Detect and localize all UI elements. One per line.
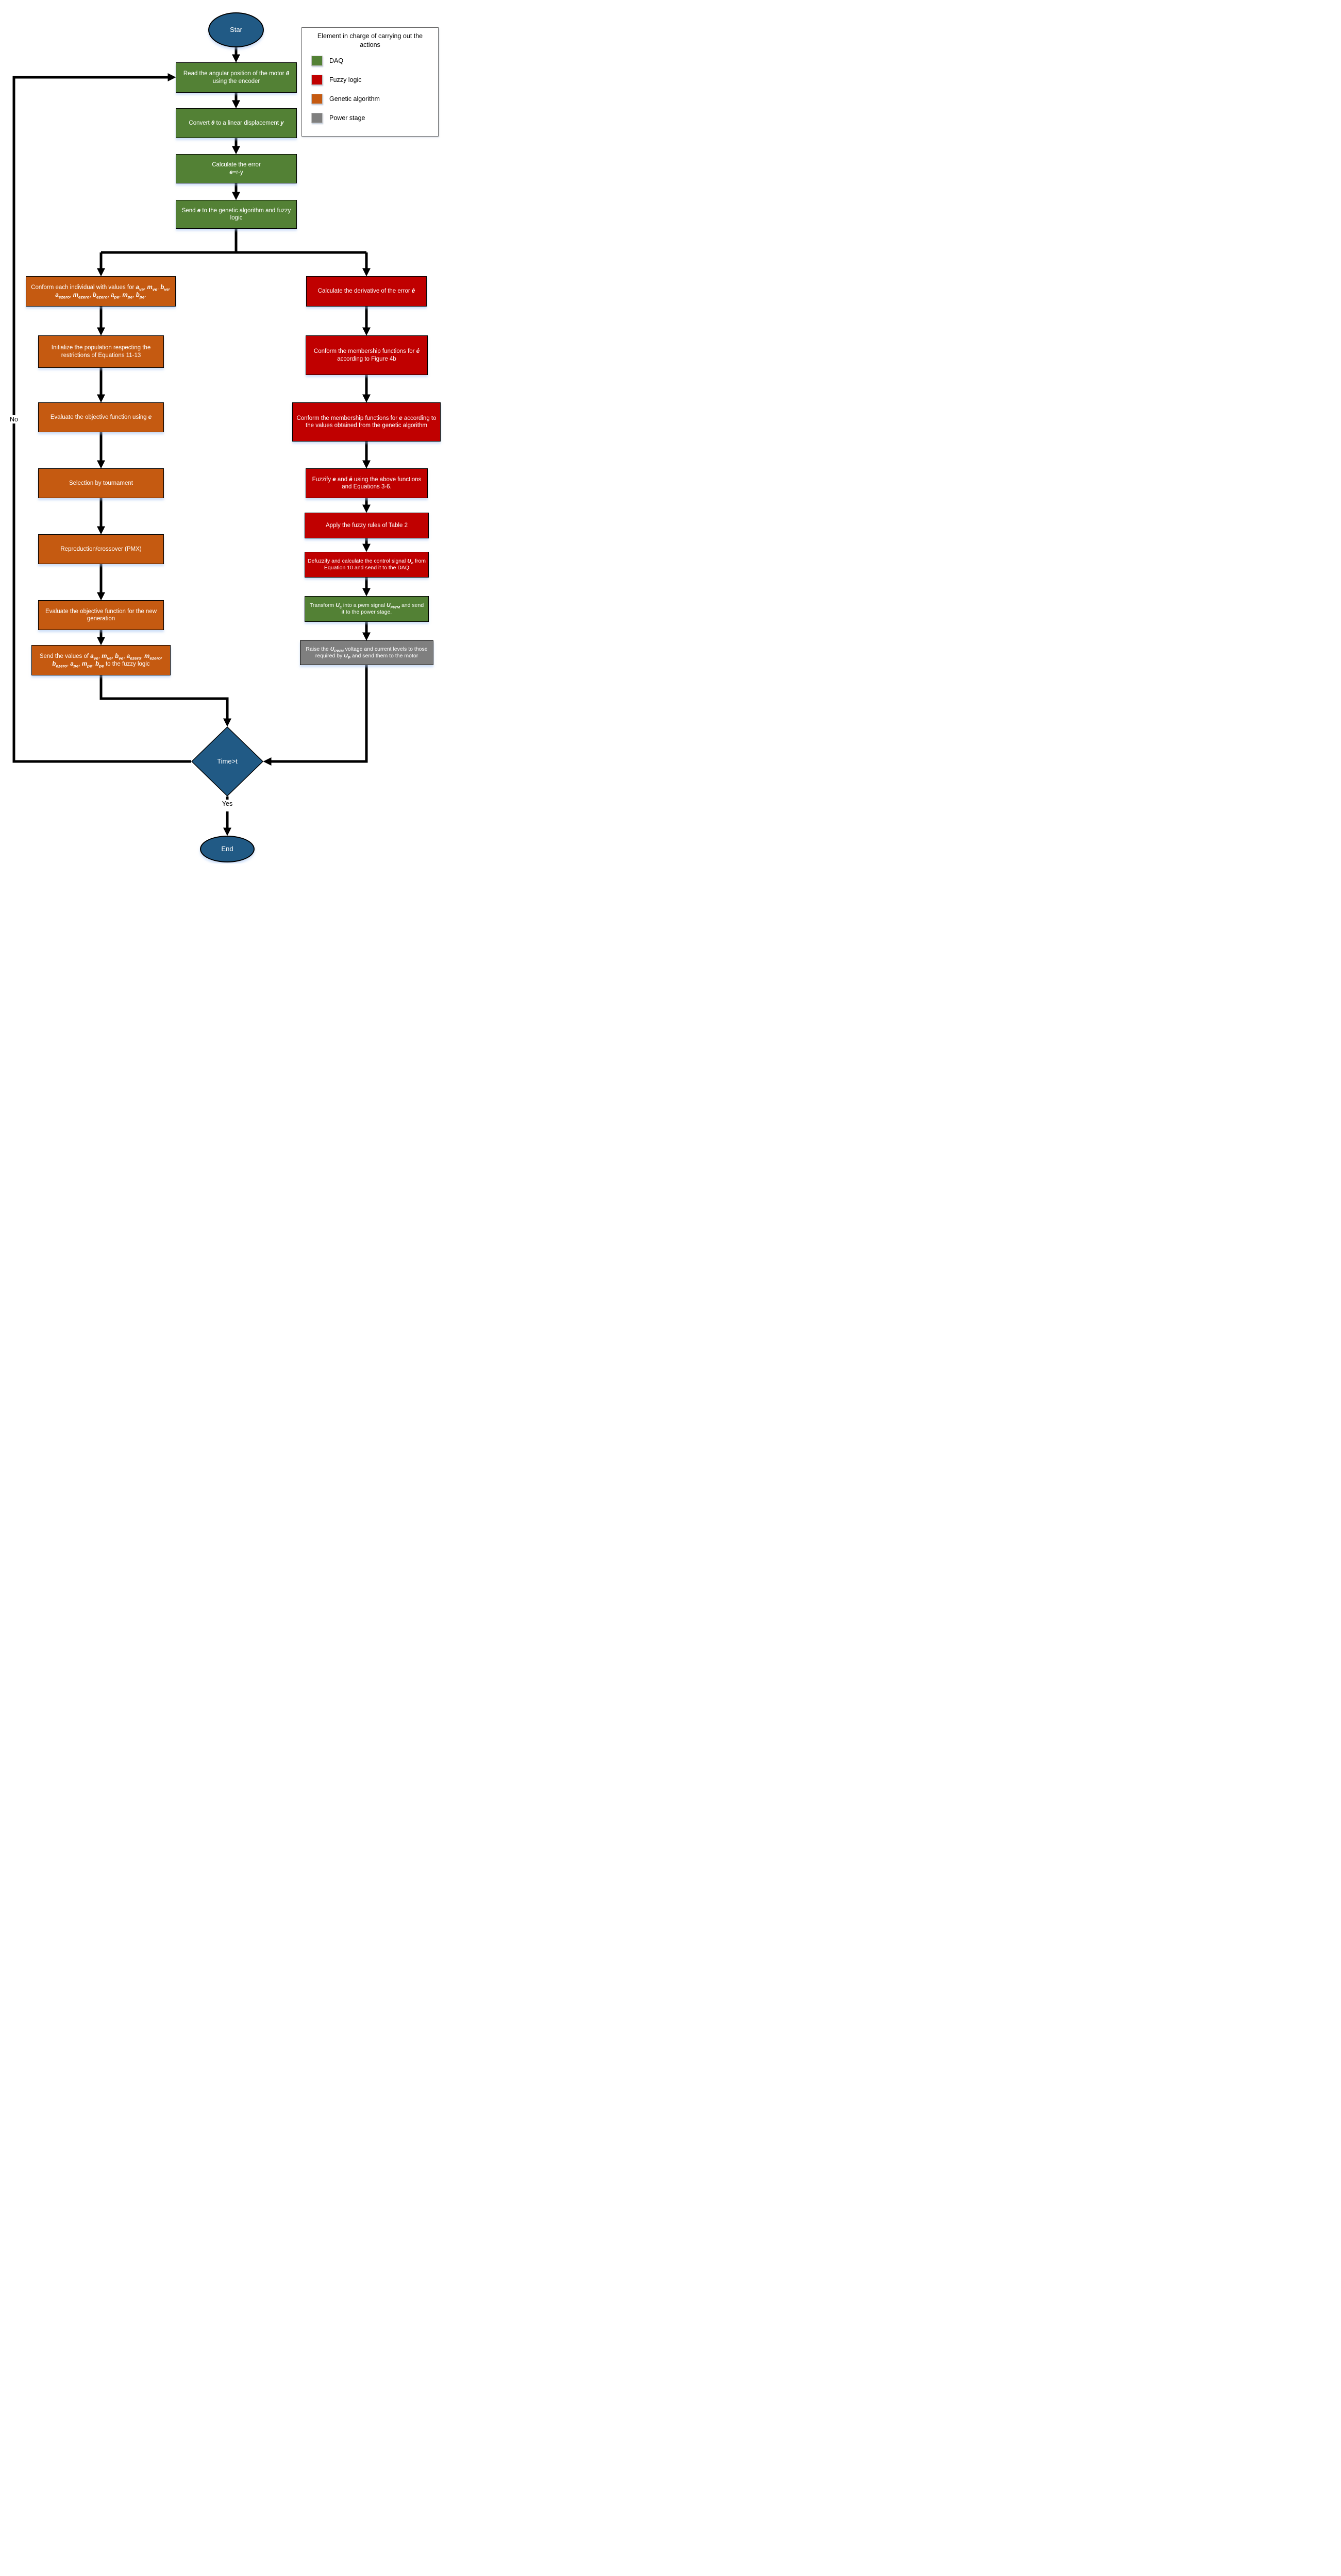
time-decision-diamond-label: Time>t	[217, 757, 238, 765]
selection-tournament-box: Selection by tournament	[38, 468, 164, 498]
raise-upwm-box-label: Raise the UPWM voltage and current level…	[306, 646, 428, 660]
selection-tournament-box-label: Selection by tournament	[69, 480, 133, 486]
legend: Element in charge of carrying out the ac…	[301, 27, 439, 137]
apply-fuzzy-rules-box: Apply the fuzzy rules of Table 2	[305, 513, 429, 538]
reproduction-crossover-box: Reproduction/crossover (PMX)	[38, 534, 164, 564]
conform-membership-edot-box-label: Conform the membership functions for ė a…	[313, 348, 420, 362]
end-node: End	[200, 836, 255, 862]
legend-item-power-stage-label: Power stage	[329, 114, 365, 122]
start-node-label: Star	[230, 25, 242, 33]
calculate-derivative-box-label: Calculate the derivative of the error ė	[317, 288, 415, 295]
legend-item-fuzzy-logic: Fuzzy logic	[311, 74, 433, 85]
read-angular-position-box: Read the angular position of the motor θ…	[176, 62, 297, 93]
apply-fuzzy-rules-box-label: Apply the fuzzy rules of Table 2	[326, 522, 408, 529]
conform-individuals-box: Conform each individual with values for …	[26, 276, 176, 307]
conform-membership-e-box-label: Conform the membership functions for e a…	[296, 415, 437, 429]
legend-item-daq: DAQ	[311, 55, 433, 66]
raise-upwm-box: Raise the UPWM voltage and current level…	[300, 640, 433, 665]
initialize-population-box: Initialize the population respecting the…	[38, 335, 164, 368]
conform-individuals-box-label: Conform each individual with values for …	[31, 284, 171, 299]
send-values-box-label: Send the values of ave, mve, bve, aezero…	[39, 653, 163, 668]
legend-item-daq-swatch	[311, 55, 323, 66]
legend-item-daq-label: DAQ	[329, 57, 344, 64]
transform-uc-box-label: Transform Uc into a pwm signal UPWM and …	[309, 602, 424, 615]
defuzzify-box: Defuzzify and calculate the control sign…	[305, 552, 429, 578]
legend-title: Element in charge of carrying out the ac…	[317, 32, 423, 48]
start-node: Star	[208, 12, 264, 47]
read-angular-position-box-label: Read the angular position of the motor θ…	[183, 71, 290, 84]
defuzzify-box-label: Defuzzify and calculate the control sign…	[308, 557, 426, 571]
conform-membership-edot-box: Conform the membership functions for ė a…	[306, 335, 428, 375]
transform-uc-box: Transform Uc into a pwm signal UPWM and …	[305, 596, 429, 622]
convert-theta-box-label: Convert θ to a linear displacement y	[189, 120, 284, 126]
fuzzify-box: Fuzzify e and ė using the above function…	[306, 468, 428, 498]
end-node-label: End	[221, 844, 233, 853]
conform-membership-e-box: Conform the membership functions for e a…	[292, 402, 441, 442]
time-decision-diamond: Time>t	[191, 726, 263, 796]
legend-item-fuzzy-logic-label: Fuzzy logic	[329, 76, 362, 83]
reproduction-crossover-box-label: Reproduction/crossover (PMX)	[60, 546, 142, 552]
evaluate-objective-box-label: Evaluate the objective function using e	[50, 414, 152, 420]
send-e-box: Send e to the genetic algorithm and fuzz…	[176, 200, 297, 229]
calculate-derivative-box: Calculate the derivative of the error ė	[306, 276, 427, 307]
initialize-population-box-label: Initialize the population respecting the…	[51, 345, 151, 359]
convert-theta-box: Convert θ to a linear displacement y	[176, 108, 297, 138]
legend-item-genetic-algorithm-swatch	[311, 93, 323, 104]
fuzzify-box-label: Fuzzify e and ė using the above function…	[312, 476, 422, 490]
evaluate-new-generation-box: Evaluate the objective function for the …	[38, 600, 164, 630]
yes-branch-label: Yes	[217, 800, 238, 808]
send-values-box: Send the values of ave, mve, bve, aezero…	[31, 645, 171, 675]
legend-item-power-stage-swatch	[311, 112, 323, 123]
legend-item-power-stage: Power stage	[311, 112, 433, 123]
evaluate-new-generation-box-label: Evaluate the objective function for the …	[45, 608, 157, 622]
legend-item-genetic-algorithm: Genetic algorithm	[311, 93, 433, 104]
legend-item-fuzzy-logic-swatch	[311, 74, 323, 85]
no-branch-label: No	[5, 415, 23, 423]
send-e-box-label: Send e to the genetic algorithm and fuzz…	[181, 207, 291, 221]
evaluate-objective-box: Evaluate the objective function using e	[38, 402, 164, 432]
legend-item-genetic-algorithm-label: Genetic algorithm	[329, 95, 380, 103]
